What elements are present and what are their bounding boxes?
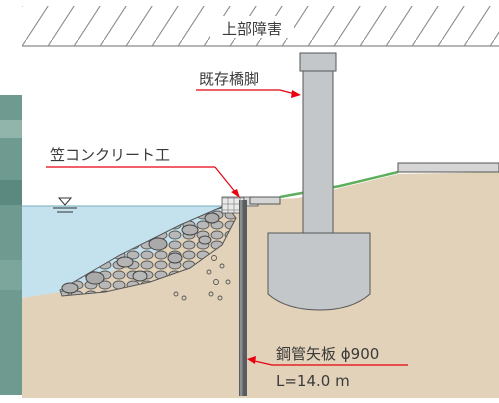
existing-pier-label: 既存橋脚 bbox=[199, 70, 259, 88]
pile-leader-arrowhead bbox=[247, 356, 256, 364]
soil-ground bbox=[22, 172, 499, 398]
side-photo-strip bbox=[0, 95, 22, 395]
existing-pier bbox=[267, 52, 371, 311]
road-slab bbox=[397, 162, 499, 173]
grass-strip bbox=[279, 170, 399, 199]
pier-leader-arrowhead bbox=[291, 90, 301, 98]
cap-concrete-label: 笠コンクリート工 bbox=[50, 146, 170, 164]
scattered-pebbles bbox=[173, 255, 231, 301]
water-level-icon bbox=[53, 197, 77, 213]
upper-obstacle-band bbox=[22, 6, 499, 47]
sheet-pile-spec-label: 鋼管矢板 ϕ900 bbox=[276, 345, 379, 363]
revetment-slab bbox=[249, 196, 281, 205]
steel-sheet-pile bbox=[239, 200, 247, 396]
cap-leader-arrowhead bbox=[231, 189, 240, 198]
riprap-stones bbox=[59, 204, 237, 297]
upper-obstacle-label: 上部障害 bbox=[222, 20, 282, 38]
sheet-pile-length-label: L=14.0 m bbox=[276, 372, 350, 390]
